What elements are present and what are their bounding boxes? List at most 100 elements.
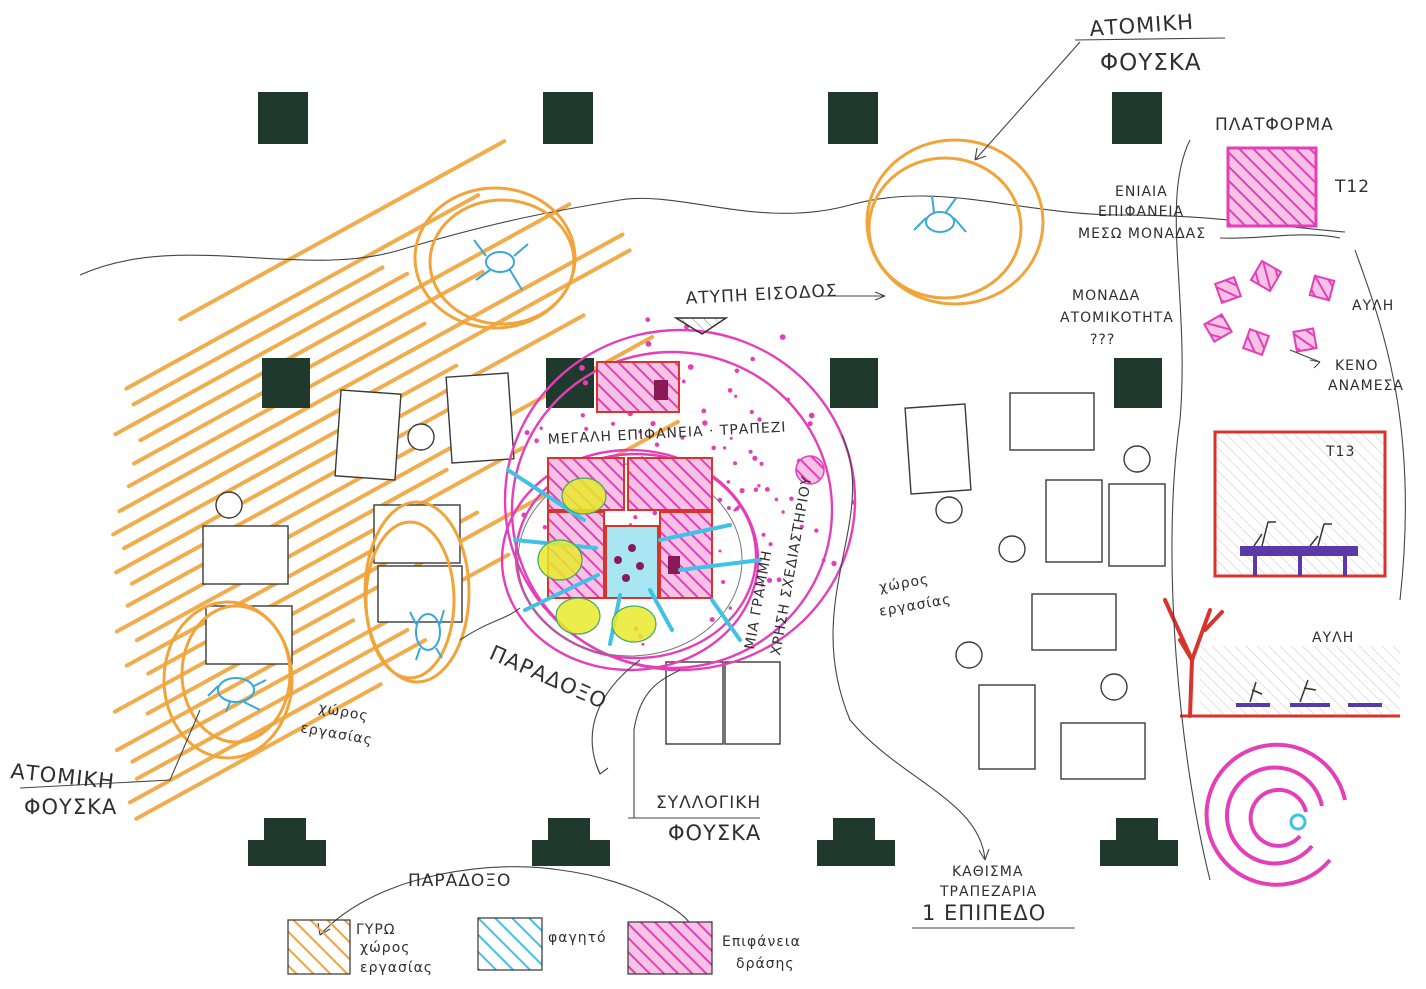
label-collective-2: ΦΟΥΣΚΑ [668,821,761,845]
magenta-dot [681,379,686,384]
magenta-dot [726,480,731,484]
magenta-dot [789,496,794,501]
desk [202,525,289,585]
stool [1123,445,1151,473]
pillar [543,92,593,144]
pillar [1112,92,1162,144]
magenta-dot [726,506,731,510]
magenta-dot [641,642,645,646]
magenta-dot [645,341,652,347]
label-workspace-mid-1: χώρος [878,571,930,596]
magenta-dot [633,515,638,520]
hatch-stroke [131,265,385,407]
magenta-dot [729,436,733,440]
magenta-dot [542,525,548,530]
magenta-dot [761,532,766,537]
legend-workspace-line2: χώρος [360,940,410,956]
nested-arcs [1204,742,1347,887]
magenta-dot [759,461,764,466]
label-workspace-mid-2: εργασίας [878,592,953,620]
magenta-dot [654,442,660,447]
magenta-dot [687,364,694,370]
platform-square [1226,146,1318,228]
hatch-stroke [138,202,572,443]
magenta-dot [734,394,738,398]
label-workspace-left-1: χώρος [317,700,369,725]
desk [904,403,972,495]
magenta-dot [580,413,585,418]
label-unit-2: ΑΤΟΜΙΚΟΤΗΤΑ [1060,310,1174,326]
desks [202,372,1166,780]
pillar [1100,818,1178,866]
label-individual-top: ΑΤΟΜΙΚΗ [1089,10,1195,41]
magenta-dot [582,380,589,386]
desk [334,389,402,481]
magenta-dot [645,317,651,323]
label-seating-1: ΚΑΘΙΣΜΑ [952,864,1023,880]
label-yard-top: ΑΥΛΗ [1352,298,1394,314]
hatch-stroke [129,402,460,586]
label-yard-right: ΑΥΛΗ [1312,630,1354,646]
magenta-dot [709,617,715,623]
label-unified-3: ΜΕΣΩ ΜΟΝΑΔΑΣ [1078,226,1206,242]
label-unified-1: ΕΝΙΑΙΑ [1115,184,1168,200]
magenta-dot [727,388,733,393]
label-unit-3: ??? [1090,332,1115,348]
magenta-dot [781,510,785,514]
label-gap-1: ΚΕΝΟ [1335,358,1379,374]
pillar [532,818,610,866]
collective-bubble [500,317,857,672]
label-unit-1: ΜΟΝΑΔΑ [1072,288,1140,304]
magenta-dot [749,409,754,415]
desk [205,605,293,665]
person-icon [913,195,967,233]
stool [407,423,435,451]
magenta-dot [711,445,716,451]
label-platform: ΠΛΑΤΦΟΡΜΑ [1215,115,1334,135]
magenta-dot [779,334,786,340]
group-persons [537,477,657,643]
magenta-dot [814,528,819,533]
label-t13: Τ13 [1325,444,1355,460]
magenta-dot [701,408,707,414]
section-yard [1163,598,1400,718]
legend-workspace-line3: εργασίας [360,960,433,976]
person-icon [473,239,529,291]
magenta-dot [702,420,708,426]
hatch-stroke [117,232,625,514]
magenta-dot [736,505,740,509]
entry-arrowhead [673,317,729,335]
hatch-stroke [113,271,410,437]
magenta-dot [652,510,658,516]
persons [207,195,967,713]
stool [215,491,243,519]
magenta-dot [764,487,770,492]
label-individual-left-1: ΑΤΟΜΙΚΗ [9,759,116,794]
magenta-dot [723,446,727,450]
label-gap-2: ΑΝΑΜΕΣΑ [1328,378,1404,394]
legend-action-line1: Επιφάνεια [722,934,801,950]
magenta-dot [739,488,745,494]
desk [1009,392,1095,451]
magenta-dot [584,426,589,431]
magenta-dot [807,421,813,427]
magenta-dot [650,421,656,427]
desk [978,684,1036,770]
hatch-stroke [134,467,449,643]
magenta-dot [748,449,753,454]
stools [215,423,1151,701]
legend-item-food: φαγητό [477,917,606,971]
stool [955,641,983,669]
magenta-dot [753,487,759,493]
section-t13 [1213,430,1387,578]
legend-workspace-line1: ΓΥΡΩ [356,922,396,938]
person-icon [409,609,445,661]
hatch-stroke [124,445,525,668]
label-seating-2: ΤΡΑΠΕΖΑΡΙΑ [939,884,1037,900]
pillar [828,92,878,144]
magenta-dot [534,438,539,444]
magenta-dot [799,524,804,529]
desk [445,372,515,464]
pillar [248,818,326,866]
desk [724,661,781,745]
